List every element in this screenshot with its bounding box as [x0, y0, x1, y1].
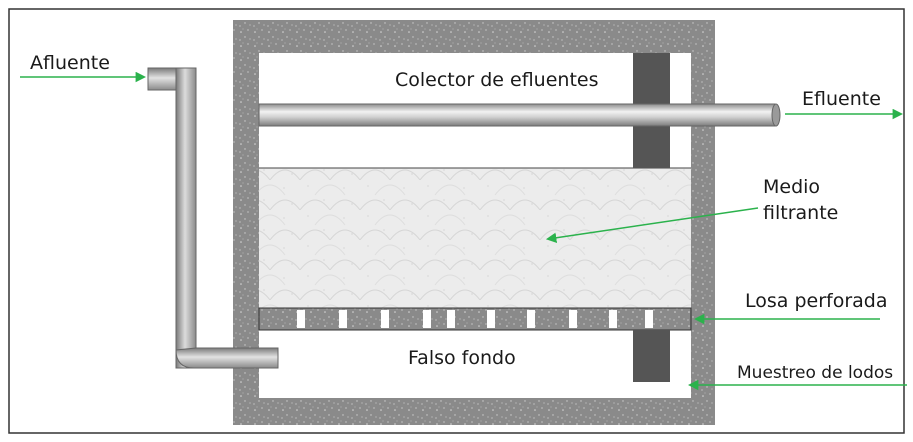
tank-right-wall — [691, 20, 715, 425]
perforated-slab — [258, 307, 692, 331]
tank-bottom-wall — [233, 398, 715, 425]
label-losa: Losa perforada — [745, 290, 888, 312]
lower-dark-column — [633, 330, 670, 382]
label-efluente: Efluente — [802, 88, 881, 110]
label-medio: Medio — [763, 176, 820, 198]
effluent-collector-pipe — [258, 103, 779, 127]
outer-frame — [8, 8, 905, 434]
collector-pipe-end — [771, 103, 781, 127]
label-afluente: Afluente — [30, 52, 110, 74]
label-filtrante: filtrante — [763, 202, 838, 224]
tank-top-wall — [233, 20, 715, 53]
label-falso-fondo: Falso fondo — [408, 347, 516, 369]
label-colector: Colector de efluentes — [395, 69, 599, 91]
label-muestreo: Muestreo de lodos — [737, 363, 893, 383]
filter-media — [259, 168, 691, 308]
influent-pipe — [147, 67, 279, 369]
medio-arrow-icon — [545, 207, 759, 243]
